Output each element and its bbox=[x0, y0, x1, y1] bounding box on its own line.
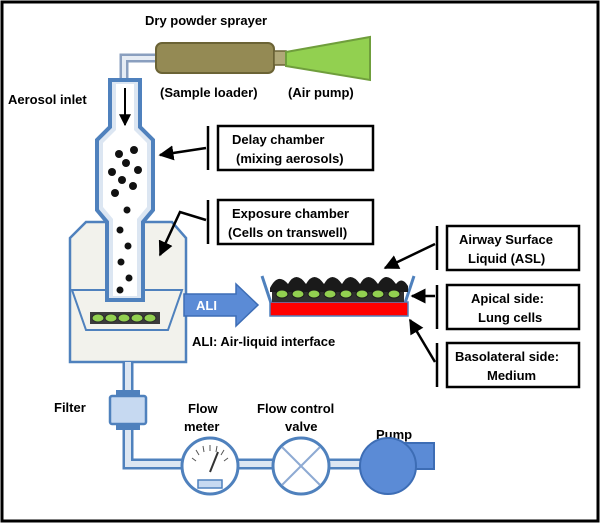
basolateral-pointer bbox=[408, 318, 437, 363]
cells-left bbox=[91, 313, 157, 323]
lung-cells bbox=[275, 289, 401, 299]
ali-caption: ALI: Air-liquid interface bbox=[192, 334, 335, 349]
asl-line1: Airway Surface bbox=[459, 232, 553, 247]
asl-callout bbox=[445, 224, 581, 272]
air-pump bbox=[285, 35, 371, 82]
basolateral-medium bbox=[269, 301, 409, 317]
flow-valve-line1: Flow control bbox=[257, 401, 334, 416]
delay-line2: (mixing aerosols) bbox=[236, 151, 344, 166]
sample-loader-label: (Sample loader) bbox=[160, 85, 258, 100]
apical-callout bbox=[445, 283, 581, 331]
aerosol-particles bbox=[108, 146, 142, 294]
apical-line1: Apical side: bbox=[471, 291, 544, 306]
asl-line2: Liquid (ASL) bbox=[468, 251, 545, 266]
apical-cell-band bbox=[272, 290, 404, 302]
exposure-line2: (Cells on transwell) bbox=[228, 225, 347, 240]
flow-meter-dial bbox=[191, 445, 229, 462]
exposure-chamber-callout bbox=[216, 198, 375, 246]
sample-loader bbox=[155, 42, 275, 74]
exposure-line1: Exposure chamber bbox=[232, 206, 349, 221]
loader-connector bbox=[273, 50, 287, 66]
asl-pointer bbox=[383, 242, 436, 270]
delay-chamber-callout bbox=[216, 124, 375, 172]
flow-meter-needle bbox=[209, 451, 219, 473]
filter bbox=[108, 394, 148, 426]
basolateral-callout bbox=[445, 341, 581, 389]
exposure-pointer bbox=[158, 210, 207, 257]
flow-valve-line2: valve bbox=[285, 419, 318, 434]
flow-meter-line1: Flow bbox=[188, 401, 218, 416]
delay-pointer bbox=[158, 145, 207, 161]
filter-label: Filter bbox=[54, 400, 86, 415]
flow-meter bbox=[180, 436, 240, 496]
pump bbox=[359, 437, 417, 495]
sprayer-title: Dry powder sprayer bbox=[145, 13, 267, 28]
air-pump-label: (Air pump) bbox=[288, 85, 354, 100]
delay-line1: Delay chamber bbox=[232, 132, 325, 147]
baso-line1: Basolateral side: bbox=[455, 349, 559, 364]
aerosol-inlet-label: Aerosol inlet bbox=[8, 92, 87, 107]
asl-layer bbox=[270, 277, 408, 292]
baso-line2: Medium bbox=[487, 368, 536, 383]
apical-line2: Lung cells bbox=[478, 310, 542, 325]
flow-meter-line2: meter bbox=[184, 419, 219, 434]
ali-arrow bbox=[183, 282, 260, 328]
ali-arrow-label: ALI bbox=[196, 298, 217, 313]
